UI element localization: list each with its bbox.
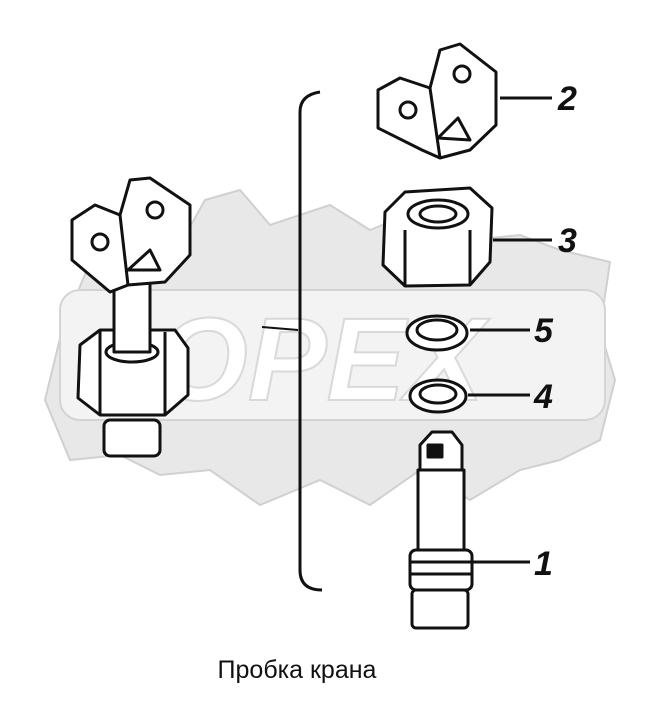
part-washer [405, 314, 469, 352]
leader-lines [468, 96, 552, 564]
callout-3: 3 [558, 222, 577, 260]
callout-1: 1 [534, 545, 553, 583]
bracket-pointer [261, 326, 299, 331]
callout-5: 5 [534, 312, 554, 350]
assembly-bracket [298, 90, 323, 592]
diagram-caption: Пробка крана [217, 656, 377, 684]
part-plug-stem [408, 430, 474, 630]
callout-4: 4 [533, 378, 553, 416]
callout-2: 2 [557, 80, 577, 118]
part-ring [408, 378, 468, 414]
part-nut [381, 186, 494, 288]
part-clevis [376, 42, 498, 160]
assembled-plug [70, 176, 192, 458]
watermark-band [59, 289, 606, 421]
